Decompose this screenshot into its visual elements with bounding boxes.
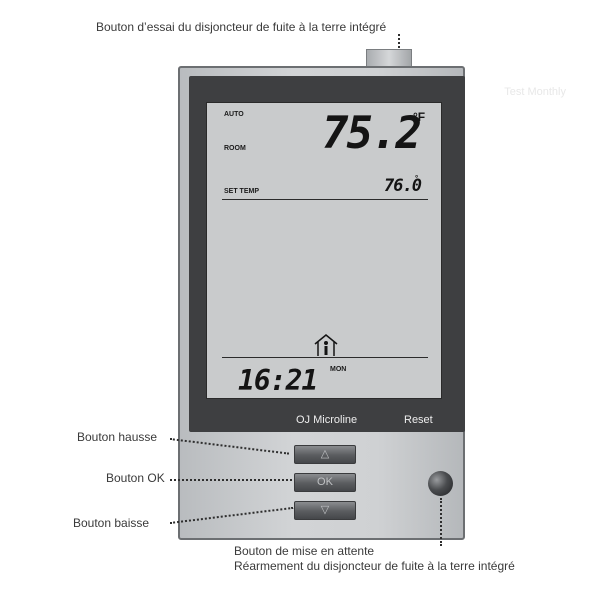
room-temperature: 75.2 [322, 108, 422, 159]
room-label: ROOM [224, 145, 246, 152]
leader-line-standby [440, 498, 442, 546]
home-person-icon [314, 334, 338, 356]
leader-line-test [398, 34, 400, 48]
down-button[interactable]: ▽ [294, 501, 356, 520]
callout-standby-line2: Réarmement du disjoncteur de fuite à la … [234, 559, 515, 573]
mode-label: AUTO [224, 111, 244, 118]
set-temp-degree: ° [415, 174, 419, 183]
test-monthly-label: Test Monthly [504, 86, 566, 98]
test-button[interactable] [366, 49, 412, 68]
set-temp-label: SET TEMP [224, 188, 260, 195]
set-temperature: 76.0 [384, 176, 422, 196]
callout-standby-line1: Bouton de mise en attente [234, 544, 375, 558]
brand-label: OJ Microline [296, 414, 358, 426]
callout-up: Bouton hausse [77, 430, 158, 444]
lcd-divider-top [222, 199, 428, 200]
day-label: MON [330, 366, 347, 373]
clock-display: 16:21 [238, 364, 318, 397]
callout-ok: Bouton OK [106, 471, 165, 485]
lcd-screen [206, 102, 442, 399]
ok-button[interactable]: OK [294, 473, 356, 492]
standby-knob-icon[interactable] [428, 471, 453, 496]
callout-test-button: Bouton d’essai du disjoncteur de fuite à… [96, 20, 387, 34]
reset-label: Reset [404, 414, 433, 426]
callout-down: Bouton baisse [73, 516, 150, 530]
up-button[interactable]: △ [294, 445, 356, 464]
leader-line-ok [170, 479, 292, 481]
lcd-divider-bottom [222, 357, 428, 358]
temperature-unit: °F [413, 110, 426, 124]
